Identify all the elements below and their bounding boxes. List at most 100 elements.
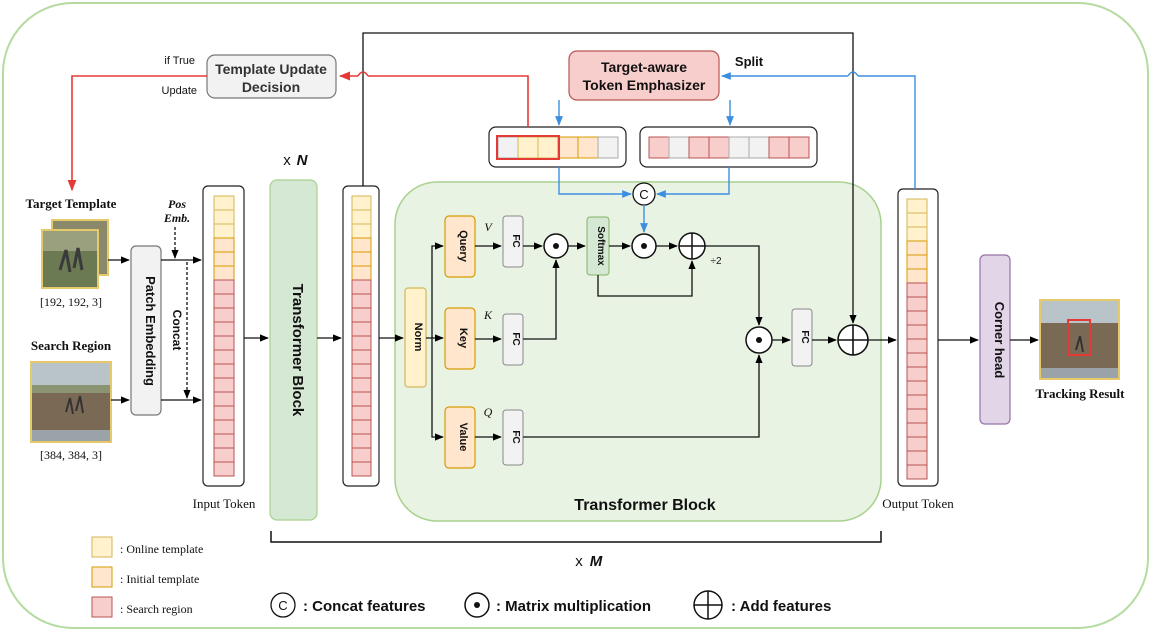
token-cell-search xyxy=(906,282,928,298)
update-path xyxy=(67,72,529,192)
connections xyxy=(108,32,1039,441)
token-cell-search xyxy=(213,405,235,421)
xm-m: M xyxy=(590,553,603,570)
token-cell-online xyxy=(351,195,372,211)
token-cell-search xyxy=(213,363,235,379)
token-cell-search xyxy=(351,405,372,421)
legend-matmul-icon xyxy=(464,592,490,618)
token-cell-search xyxy=(906,324,928,340)
token-cell-search xyxy=(906,310,928,326)
transformer-block-detail-label: Transformer Block xyxy=(574,497,715,514)
token-cell-search xyxy=(351,447,372,463)
value-label: Value xyxy=(457,423,469,452)
token-cell-initial xyxy=(351,251,372,267)
emphasizer-label-1: Target-aware xyxy=(601,59,687,75)
legend-concat: : Concat features xyxy=(303,598,426,615)
token-cell-online xyxy=(213,209,235,225)
token-cell-search xyxy=(906,352,928,368)
fc-label-output: FC xyxy=(799,330,810,343)
search-region-image xyxy=(30,361,112,443)
token-cell-online xyxy=(906,212,928,228)
token-cell-online xyxy=(906,198,928,214)
split-label: Split xyxy=(735,54,764,69)
token-cell-search xyxy=(213,321,235,337)
legend-swatch-initial xyxy=(91,566,113,588)
emphasizer-label-2: Token Emphasizer xyxy=(583,77,706,93)
concat-op-label: C xyxy=(639,187,648,202)
xn-x: x xyxy=(283,152,291,169)
transformer-block-vertical-label: Transformer Block xyxy=(289,284,306,417)
token-cell-search xyxy=(906,366,928,382)
xm-bracket xyxy=(270,531,882,543)
search-token-split-cells xyxy=(648,136,810,159)
k-letter: K xyxy=(483,308,493,322)
token-cell-online xyxy=(906,226,928,242)
token-cell-initial xyxy=(351,237,372,253)
token-cell-initial xyxy=(351,265,372,281)
token-cell-online xyxy=(351,209,372,225)
token-cell-search xyxy=(351,433,372,449)
token-cell-search xyxy=(213,461,235,477)
if-true-label: if True xyxy=(164,55,195,67)
xm-x: x xyxy=(575,553,583,570)
target-template-label: Target Template xyxy=(26,196,117,211)
token-cell-search xyxy=(213,335,235,351)
token-cell-search xyxy=(213,377,235,393)
token-cell-search xyxy=(351,293,372,309)
token-cell-search xyxy=(906,394,928,410)
token-cell-initial xyxy=(213,265,235,281)
legend-concat-icon-label: C xyxy=(278,598,287,613)
selected-template-tokens xyxy=(496,135,560,160)
legend-swatch-search xyxy=(91,596,113,618)
token-cell-search xyxy=(351,321,372,337)
concat-side-label: Concat xyxy=(170,310,184,351)
token-cell-search xyxy=(351,377,372,393)
transformer-block-vertical xyxy=(269,179,318,521)
legend-concat-icon xyxy=(270,592,296,618)
legend-matmul: : Matrix multiplication xyxy=(496,598,651,615)
token-cell-initial xyxy=(906,254,928,270)
token-cell-initial xyxy=(906,268,928,284)
fc-label-value: FC xyxy=(510,430,521,443)
template-token-split-cells xyxy=(496,135,619,160)
token-cell-search xyxy=(213,433,235,449)
token-cell-search xyxy=(213,447,235,463)
token-cell-search xyxy=(906,464,928,480)
token-cell-search xyxy=(906,422,928,438)
key-label: Key xyxy=(457,328,469,349)
token-cell-search xyxy=(906,408,928,424)
legend-add-icon xyxy=(693,590,723,620)
token-cell-search xyxy=(213,419,235,435)
target-size-label: [192, 192, 3] xyxy=(40,295,102,309)
token-cell-search xyxy=(213,279,235,295)
token-cell-search xyxy=(351,461,372,477)
legend-search: : Search region xyxy=(120,602,193,616)
div2-label: ÷2 xyxy=(710,256,721,267)
matmul-op-2 xyxy=(631,233,657,259)
matmul-op-3 xyxy=(745,326,773,354)
token-cell-initial xyxy=(213,237,235,253)
tracking-bbox xyxy=(1067,319,1091,356)
search-region-label: Search Region xyxy=(31,338,112,353)
mid-token-cells xyxy=(351,195,372,477)
token-cell-search xyxy=(906,296,928,312)
q-letter: Q xyxy=(484,405,493,419)
tracking-result-image xyxy=(1039,299,1120,380)
patch-embedding-label: Patch Embedding xyxy=(143,276,158,386)
template-update-label-2: Decision xyxy=(242,79,300,95)
pos-emb-label-2: Emb. xyxy=(163,211,190,225)
matmul-op-1 xyxy=(543,233,569,259)
corner-head-label: Corner head xyxy=(992,302,1007,379)
token-cell-search xyxy=(906,380,928,396)
legend-online: : Online template xyxy=(120,542,203,556)
token-cell-search xyxy=(351,349,372,365)
target-template-image xyxy=(41,219,109,289)
fc-box-output xyxy=(791,308,813,367)
token-cell-search xyxy=(213,293,235,309)
token-cell-search xyxy=(351,419,372,435)
token-cell-online xyxy=(213,223,235,239)
input-token-label: Input Token xyxy=(193,496,256,511)
token-cell-search xyxy=(906,450,928,466)
input-token-cells xyxy=(213,195,235,477)
fc-label-key: FC xyxy=(510,332,521,345)
